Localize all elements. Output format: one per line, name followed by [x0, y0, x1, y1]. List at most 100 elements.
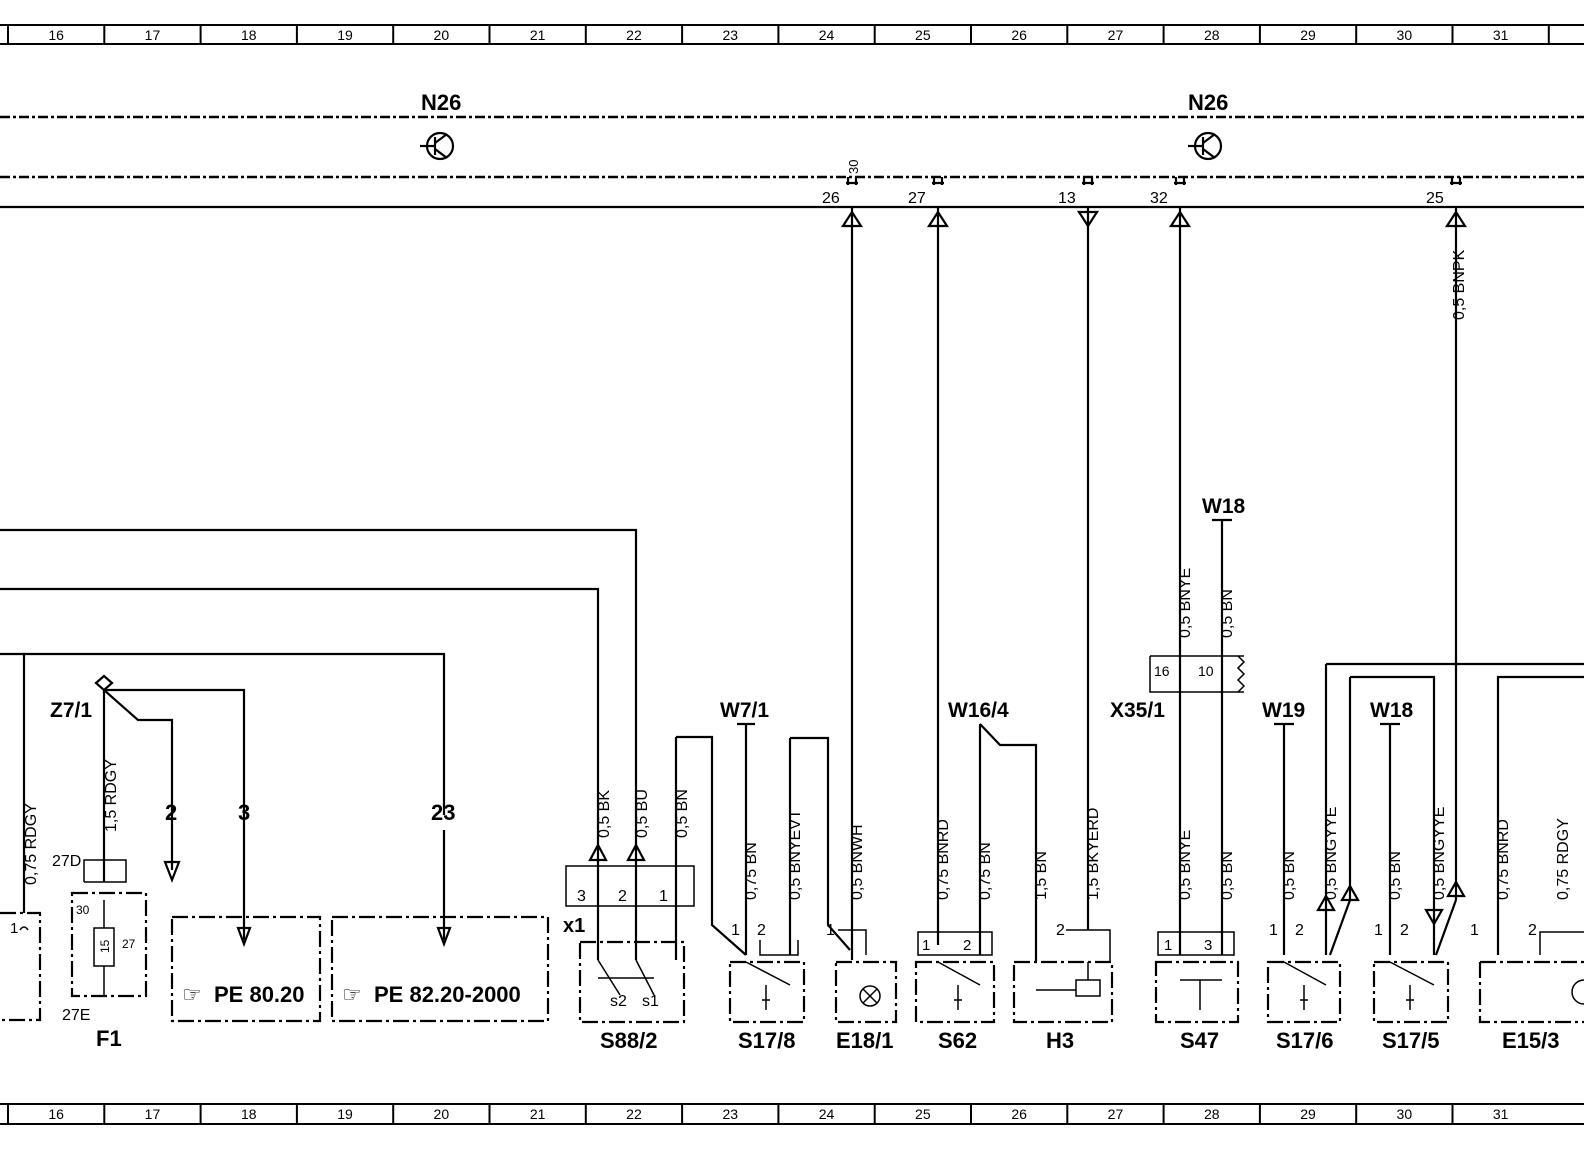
grid-number-bottom: 31 — [1493, 1106, 1509, 1122]
transistor-icon — [1188, 131, 1223, 161]
n26-label-right: N26 — [1188, 90, 1228, 115]
svg-text:3: 3 — [577, 888, 586, 905]
s176-label: S17/6 — [1276, 1028, 1334, 1053]
grid-number-bottom: 20 — [434, 1106, 450, 1122]
grid-number-top: 31 — [1493, 27, 1509, 43]
svg-text:2: 2 — [757, 922, 766, 939]
z7-label: Z7/1 — [50, 699, 92, 722]
svg-text:0,5 BNGYYE: 0,5 BNGYYE — [1431, 807, 1448, 900]
left-connector-partial: 1 — [0, 911, 42, 1022]
svg-text:3: 3 — [1204, 937, 1212, 954]
grid-number-bottom: 27 — [1108, 1106, 1124, 1122]
grid-number-top: 28 — [1204, 27, 1220, 43]
svg-text:1: 1 — [1470, 922, 1479, 939]
module-wires: 0,5 BNPK — [840, 207, 1468, 960]
s47-label: S47 — [1180, 1028, 1219, 1053]
w19-label: W19 — [1262, 699, 1305, 722]
svg-text:1: 1 — [922, 937, 930, 954]
grid-number-top: 20 — [434, 27, 450, 43]
w7-label: W7/1 — [720, 699, 769, 722]
pointing-hand-icon: ☞ — [182, 982, 202, 1007]
grid-number-top: 30 — [1397, 27, 1413, 43]
svg-text:0,5 BNYEVT: 0,5 BNYEVT — [787, 809, 804, 900]
x35-label: X35/1 — [1110, 699, 1165, 722]
svg-text:2: 2 — [618, 888, 627, 905]
wire-bnpk: 0,5 BNPK — [1451, 249, 1468, 320]
svg-text:10: 10 — [1198, 663, 1214, 679]
svg-text:1: 1 — [1164, 937, 1172, 954]
grid-number-bottom: 17 — [145, 1106, 161, 1122]
grid-number-bottom: 26 — [1011, 1106, 1027, 1122]
f1-27d: 27D — [52, 853, 81, 870]
switch-s17-6: W19 0,5 BN 0,5 BNGYYE 1 2 S17/6 — [1262, 662, 1584, 1053]
grid-number-top: 22 — [626, 27, 642, 43]
x1-label: x1 — [563, 915, 585, 937]
s88-label: S88/2 — [600, 1028, 658, 1053]
svg-text:0,5 BN: 0,5 BN — [1219, 589, 1236, 638]
left-feed-wires — [0, 528, 638, 940]
svg-text:s2: s2 — [610, 993, 627, 1010]
svg-text:0,5 BNYE: 0,5 BNYE — [1177, 830, 1194, 900]
fuse-f1: 27D 27E 30 15 27 F1 — [52, 853, 148, 1051]
svg-text:0,5 BN: 0,5 BN — [1387, 851, 1404, 900]
grid-number-top: 23 — [722, 27, 738, 43]
grid-number-bottom: 21 — [530, 1106, 546, 1122]
w18-label-b: W18 — [1370, 699, 1414, 722]
f1-label: F1 — [96, 1026, 122, 1051]
svg-text:2: 2 — [963, 937, 971, 954]
grid-number-bottom: 30 — [1397, 1106, 1413, 1122]
transistor-icon — [420, 131, 455, 161]
pe-ref-box-2: ☞ PE 82.20-2000 — [330, 915, 550, 1023]
grid-number-bottom: 19 — [337, 1106, 353, 1122]
grid-number-bottom: 16 — [48, 1106, 64, 1122]
grid-number-top: 17 — [145, 27, 161, 43]
w16-label: W16/4 — [948, 699, 1009, 722]
pe-ref-82-20: PE 82.20-2000 — [374, 982, 521, 1007]
f1-27e: 27E — [62, 1007, 90, 1024]
grid-number-top: 29 — [1300, 27, 1316, 43]
ref-3: 3 — [238, 800, 250, 825]
s178-label: S17/8 — [738, 1028, 796, 1053]
svg-text:2: 2 — [1400, 922, 1409, 939]
h3-label: H3 — [1046, 1028, 1074, 1053]
svg-text:0,75 BNRD: 0,75 BNRD — [1495, 819, 1512, 900]
wire-rdgy-left: 0,75 RDGY — [23, 803, 40, 885]
svg-text:1,5 BKYERD: 1,5 BKYERD — [1085, 808, 1102, 900]
svg-text:0,75 BN: 0,75 BN — [743, 842, 760, 900]
svg-text:1: 1 — [731, 922, 740, 939]
module-pins: 26 27 13 32 25 30 — [822, 160, 1462, 207]
pe-ref-box-1: ☞ PE 80.20 — [170, 915, 322, 1023]
svg-text:0,5 BN: 0,5 BN — [1281, 851, 1298, 900]
svg-text:2: 2 — [1056, 922, 1065, 939]
svg-text:0,5 BK: 0,5 BK — [596, 790, 613, 838]
top-grid-bar — [0, 24, 1584, 45]
grid-number-top: 18 — [241, 27, 257, 43]
n26-label-left: N26 — [421, 90, 461, 115]
grid-number-top: 16 — [48, 27, 64, 43]
e153-label: E15/3 — [1502, 1028, 1560, 1053]
ref-2: 2 — [165, 800, 177, 825]
svg-text:1: 1 — [1374, 922, 1383, 939]
pin-13: 13 — [1058, 190, 1076, 207]
svg-text:s1: s1 — [642, 993, 659, 1010]
svg-text:0,75 BNRD: 0,75 BNRD — [935, 819, 952, 900]
pin-25: 25 — [1426, 190, 1444, 207]
switch-s17-5: W18 0,5 BN 0,5 BNGYYE 1 2 S17/5 — [1370, 699, 1466, 1053]
svg-text:2: 2 — [1295, 922, 1304, 939]
bottom-grid-bar — [0, 1103, 1584, 1125]
grid-number-bottom: 23 — [722, 1106, 738, 1122]
grid-number-bottom: 22 — [626, 1106, 642, 1122]
grid-number-bottom: 25 — [915, 1106, 931, 1122]
switch-s17-8: W7/1 0,75 BN 0,5 BNYEVT 1 2 S17/8 — [720, 699, 851, 1053]
grid-number-bottom: 28 — [1204, 1106, 1220, 1122]
grid-number-top: 26 — [1011, 27, 1027, 43]
e181-label: E18/1 — [836, 1028, 894, 1053]
svg-text:2: 2 — [1528, 922, 1537, 939]
ref-23: 23 — [431, 800, 455, 825]
svg-text:0,5 BN: 0,5 BN — [674, 789, 691, 838]
svg-text:1: 1 — [826, 922, 835, 939]
grid-number-top: 25 — [915, 27, 931, 43]
s175-label: S17/5 — [1382, 1028, 1440, 1053]
pin-26: 26 — [822, 190, 840, 207]
